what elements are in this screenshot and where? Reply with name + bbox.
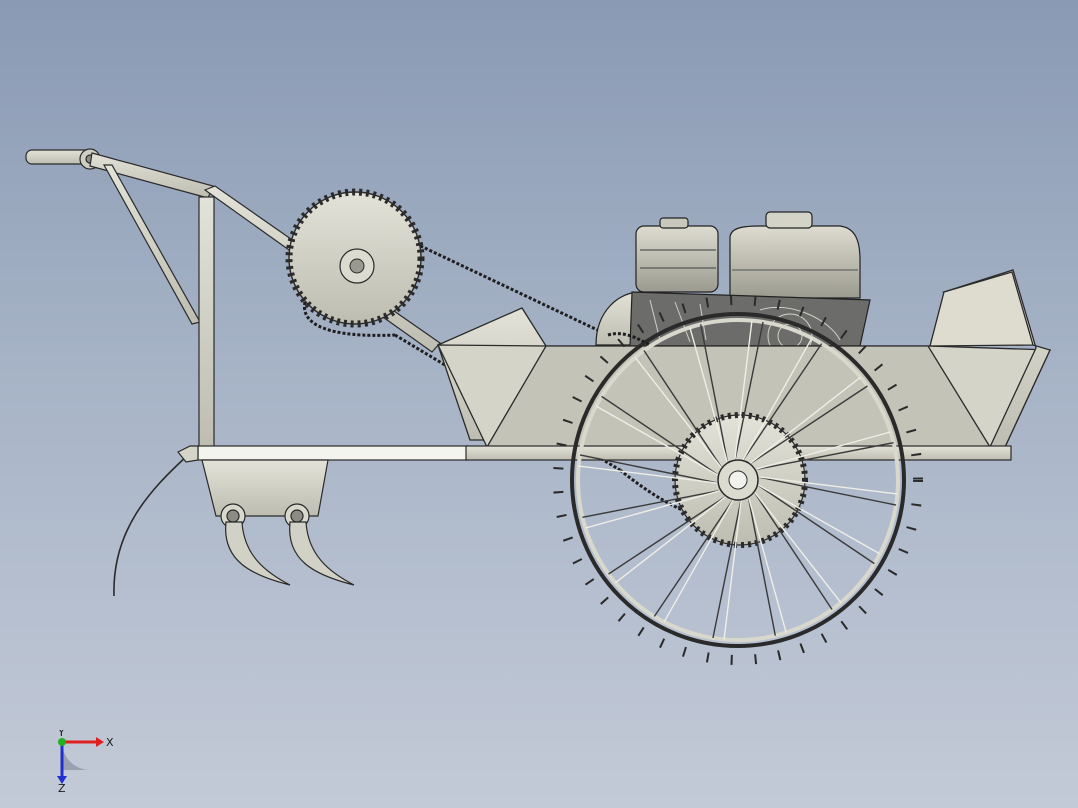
wheel-spoke — [699, 324, 729, 466]
wheel-spoke — [595, 405, 721, 478]
wheel-spoke — [578, 465, 721, 485]
wheel-spoke — [747, 376, 862, 466]
wheel-spoke — [752, 431, 891, 471]
wheel-spoke — [614, 494, 729, 584]
wheel-spoke — [653, 497, 736, 617]
wheel-spoke — [752, 441, 894, 471]
handle-bar — [89, 152, 214, 199]
engine — [595, 211, 871, 359]
wheel-spoke — [740, 343, 823, 463]
wheel-spoke — [663, 497, 736, 623]
spoked-drive-wheel — [553, 295, 923, 665]
wheel-spoke — [634, 356, 724, 471]
air-filter-housing — [635, 225, 719, 293]
wheel-spoke — [752, 489, 833, 610]
wheel-spoke — [689, 327, 729, 466]
wheel-spoke — [755, 475, 898, 495]
wheel-spoke — [585, 489, 724, 529]
tine-bracket — [201, 459, 329, 517]
wheel-spoke — [740, 337, 813, 463]
fuel-cap — [765, 211, 813, 229]
wheel-spoke — [723, 497, 743, 640]
tine-assembly — [201, 459, 355, 586]
wheel-spoke — [712, 497, 743, 639]
wheel-spoke — [747, 494, 787, 633]
large-sprocket — [285, 188, 425, 328]
y-axis-label: Y — [57, 730, 65, 739]
wheel-rim — [570, 312, 906, 648]
wheel-spoke — [579, 454, 721, 485]
wheel-spoke — [747, 385, 868, 466]
fuel-tank — [729, 225, 861, 299]
curved-tine-right — [289, 521, 355, 586]
pull-cable — [113, 454, 189, 597]
wheel-spoke — [747, 494, 777, 636]
z-axis-label: Z — [58, 782, 66, 792]
wheel-spoke — [582, 489, 724, 519]
curved-tine-left — [225, 521, 291, 586]
wheel-spoke — [733, 320, 753, 463]
wheel-spoke — [608, 494, 729, 575]
coordinate-triad: X Y Z — [57, 730, 114, 792]
wheel-spoke — [752, 489, 842, 604]
y-axis-dot — [58, 738, 66, 746]
wheel-spoke — [755, 482, 875, 565]
wheel-spoke — [733, 321, 764, 463]
wheel-spoke — [643, 350, 724, 471]
wheel-spoke — [755, 482, 881, 555]
x-axis-label: X — [106, 736, 114, 749]
wheel-spoke — [755, 475, 897, 506]
wheel-spoke — [601, 395, 721, 478]
upright-post — [198, 196, 215, 448]
